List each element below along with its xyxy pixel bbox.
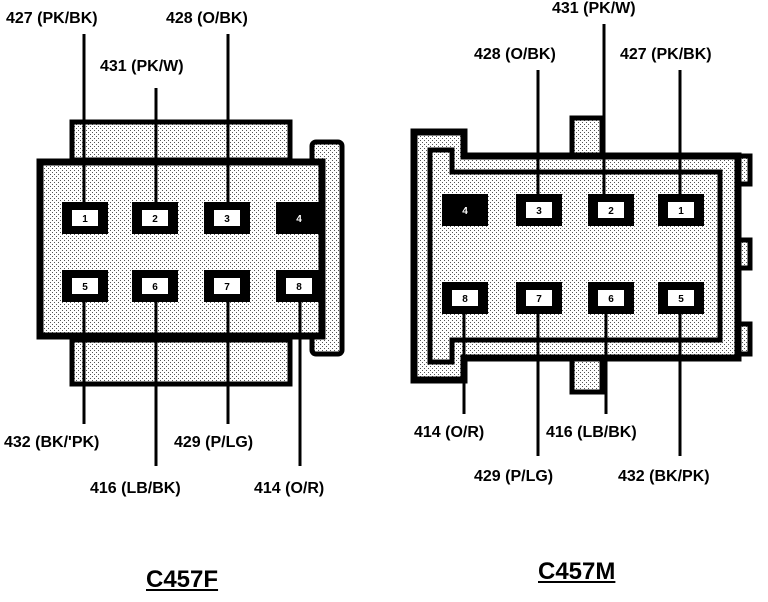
c457f-pin-cavity-1: 1 xyxy=(62,202,108,234)
c457f-pin-number: 4 xyxy=(296,214,302,225)
c457m-wire-label-pin1: 427 (PK/BK) xyxy=(620,46,712,63)
c457m-pin-number: 8 xyxy=(462,294,468,305)
c457f-pin-cavity-3: 3 xyxy=(204,202,250,234)
c457m-pin-number: 3 xyxy=(536,206,542,217)
c457f-wire-label-pin8: 414 (O/R) xyxy=(254,480,325,497)
c457m-pin-cavity-4: 4 xyxy=(442,194,488,226)
c457f-body xyxy=(36,158,326,340)
c457f-pin-number: 8 xyxy=(296,282,302,293)
c457f-pin-number: 6 xyxy=(152,282,158,293)
c457f-wire-label-pin6: 416 (LB/BK) xyxy=(90,480,181,497)
c457m-wire-label-pin2: 431 (PK/W) xyxy=(552,0,636,17)
c457m-pin-cavity-5: 5 xyxy=(658,282,704,314)
connector-title-c457m: C457M xyxy=(538,558,616,585)
c457m-wire-label-pin5: 432 (BK/PK) xyxy=(618,468,710,485)
c457m-pin-number: 1 xyxy=(678,206,684,217)
c457f-pin-number: 3 xyxy=(224,214,230,225)
c457m-wire-label-pin6: 416 (LB/BK) xyxy=(546,424,637,441)
c457f-pin-cavity-2: 2 xyxy=(132,202,178,234)
c457m-wire-label-pin7: 429 (P/LG) xyxy=(474,468,554,485)
c457m-inner-wall xyxy=(427,147,723,365)
c457m-pin-cavity-8: 8 xyxy=(442,282,488,314)
c457f-pin-number: 5 xyxy=(82,282,88,293)
c457f-wire-label-pin3: 428 (O/BK) xyxy=(166,10,248,27)
c457m-pin-cavity-2: 2 xyxy=(588,194,634,226)
c457m-top-tab xyxy=(569,115,605,161)
c457f-pin-cavity-7: 7 xyxy=(204,270,250,302)
c457f-pin-cavity-4: 4 xyxy=(276,202,322,234)
c457m-pin-number: 4 xyxy=(462,206,468,217)
c457f-wire-label-pin7: 429 (P/LG) xyxy=(174,434,254,451)
c457f-pin-cavity-6: 6 xyxy=(132,270,178,302)
connector-title-c457f: C457F xyxy=(146,566,219,593)
c457f-pin-number: 2 xyxy=(152,214,158,225)
c457f-pin-cavity-8: 8 xyxy=(276,270,322,302)
c457m-wire-label-pin8: 414 (O/R) xyxy=(414,424,485,441)
c457f-pin-number: 1 xyxy=(82,214,88,225)
c457f-pin-cavity-5: 5 xyxy=(62,270,108,302)
c457m-pin-cavity-6: 6 xyxy=(588,282,634,314)
c457m-wire-label-pin3: 428 (O/BK) xyxy=(474,46,556,63)
c457f-wire-label-pin2: 431 (PK/W) xyxy=(100,58,184,75)
c457f-wire-label-pin1: 427 (PK/BK) xyxy=(6,10,98,27)
c457m-pin-number: 2 xyxy=(608,206,614,217)
c457m-pin-number: 7 xyxy=(536,294,542,305)
c457m-pin-cavity-3: 3 xyxy=(516,194,562,226)
c457m-pin-number: 6 xyxy=(608,294,614,305)
connector-c457m: 4 3 2 1 8 xyxy=(410,24,753,456)
c457f-bottom-tab xyxy=(69,337,293,387)
connector-c457f: 1 2 3 4 5 xyxy=(36,34,345,466)
c457f-top-tab xyxy=(69,119,293,163)
c457f-wire-label-pin5: 432 (BK/'PK) xyxy=(4,434,100,451)
c457m-pin-cavity-1: 1 xyxy=(658,194,704,226)
c457m-pin-cavity-7: 7 xyxy=(516,282,562,314)
c457m-pin-number: 5 xyxy=(678,294,684,305)
c457f-pin-number: 7 xyxy=(224,282,230,293)
